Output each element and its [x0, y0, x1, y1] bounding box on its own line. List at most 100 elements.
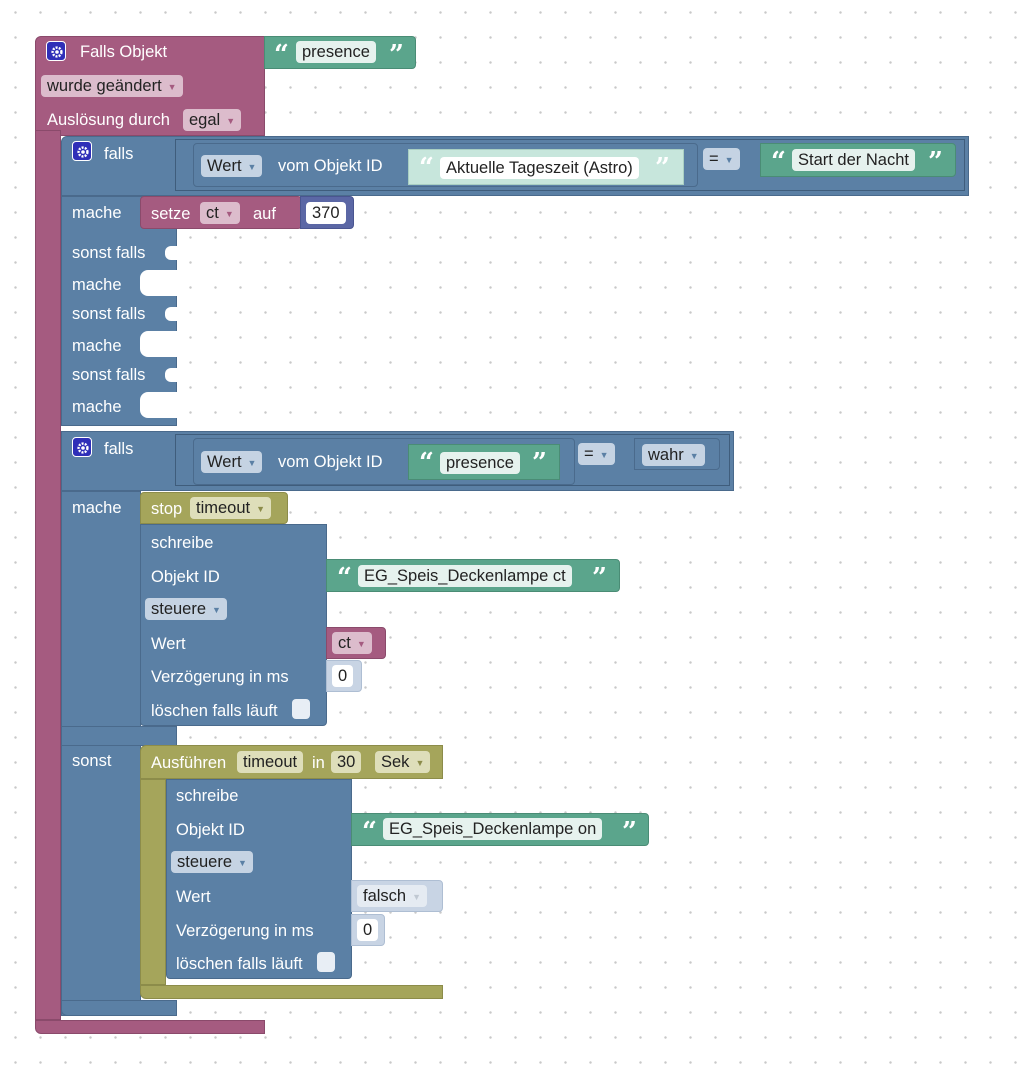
event-trigger-source-dropdown[interactable]: egal ▼ [183, 109, 242, 131]
write2-mode-dropdown[interactable]: steuere▼ [171, 851, 253, 873]
if1-elseif-label-2: sonst falls [72, 305, 146, 323]
dropdown-arrow-icon: ▼ [356, 639, 366, 649]
event-object-field[interactable]: presence [296, 41, 376, 63]
open-quote-icon: “ [419, 153, 434, 183]
write1-value-value: ct [338, 634, 351, 652]
set-variable-dropdown[interactable]: ct ▼ [200, 202, 240, 224]
set-variable-value: ct [206, 204, 219, 222]
write1-value-dropdown[interactable]: ct ▼ [332, 632, 372, 654]
if1-do-slot-1[interactable] [140, 270, 177, 296]
run-in-label: in [312, 754, 325, 772]
write2-object-label: Objekt ID [176, 821, 245, 839]
run-seconds-field[interactable]: 30 [331, 751, 362, 773]
if2-value-dropdown[interactable]: Wert▼ [201, 451, 263, 473]
dropdown-arrow-icon: ▼ [412, 892, 422, 902]
dropdown-arrow-icon: ▼ [226, 116, 236, 126]
if2-else-label: sonst [72, 752, 112, 770]
if1-operator-value: = [709, 150, 719, 168]
if1-if-label: falls [104, 145, 134, 163]
write1-clear-label: löschen falls läuft [151, 702, 278, 720]
stop-label: stop [151, 500, 183, 518]
run-timer-name-field[interactable]: timeout [237, 751, 304, 773]
event-title: Falls Objekt [80, 43, 168, 61]
dropdown-arrow-icon: ▼ [689, 451, 699, 461]
run-timer-spine[interactable] [140, 779, 166, 985]
write2-value-label: Wert [176, 888, 211, 906]
if2-footer[interactable] [61, 1000, 177, 1016]
open-quote-icon: “ [419, 448, 434, 478]
if2-do-mid[interactable] [61, 726, 177, 746]
if1-gear-icon[interactable] [72, 141, 92, 161]
run-unit-dropdown[interactable]: Sek▼ [375, 751, 431, 773]
write1-mode-dropdown[interactable]: steuere▼ [145, 598, 227, 620]
write2-value-dropdown[interactable]: falsch ▼ [357, 885, 428, 907]
if2-object-field[interactable]: presence [440, 452, 520, 474]
if2-if-label: falls [104, 440, 134, 458]
if2-do-label: mache [72, 499, 122, 517]
run-timer-name-value: timeout [243, 753, 298, 771]
stop-timer-dropdown[interactable]: timeout▼ [190, 497, 272, 519]
if1-object-field[interactable]: Aktuelle Tageszeit (Astro) [440, 157, 639, 179]
if1-do-slot-3[interactable] [140, 392, 177, 418]
if2-operator-value: = [584, 445, 594, 463]
dropdown-arrow-icon: ▼ [212, 605, 221, 615]
open-quote-icon: “ [274, 40, 289, 70]
dropdown-arrow-icon: ▼ [256, 504, 266, 514]
event-trigger-dropdown[interactable]: wurde geändert▼ [41, 75, 183, 97]
if1-from-object-label: vom Objekt ID [278, 157, 383, 175]
run-label: Ausführen [151, 754, 227, 772]
close-quote-icon: ” [655, 153, 670, 183]
event-trigger-value: wurde geändert [47, 77, 162, 95]
open-quote-icon: “ [771, 147, 786, 177]
if2-from-object-label: vom Objekt ID [278, 453, 383, 471]
close-quote-icon: ” [592, 563, 607, 593]
gear-icon [77, 146, 89, 158]
event-block-spine[interactable] [35, 130, 61, 1020]
if1-elseif-input-3[interactable] [165, 368, 177, 382]
if2-bool-value: wahr [648, 446, 684, 464]
if2-bool-dropdown[interactable]: wahr ▼ [642, 444, 705, 466]
if1-do-label-1: mache [72, 276, 122, 294]
dropdown-arrow-icon: ▼ [238, 858, 247, 868]
write1-object-label: Objekt ID [151, 568, 220, 586]
if1-spine[interactable] [61, 196, 177, 426]
if2-gear-icon[interactable] [72, 437, 92, 457]
dropdown-arrow-icon: ▼ [224, 209, 234, 219]
if1-do-slot-2[interactable] [140, 331, 177, 357]
event-gear-icon[interactable] [46, 41, 66, 61]
if2-operator-dropdown[interactable]: =▼ [578, 443, 615, 465]
write2-clear-checkbox[interactable] [317, 952, 335, 972]
open-quote-icon: “ [337, 563, 352, 593]
write1-delay-label: Verzögerung in ms [151, 668, 289, 686]
write2-object-field[interactable]: EG_Speis_Deckenlampe on [383, 818, 603, 840]
event-trigger-label: Auslösung durch [47, 111, 170, 129]
if1-do-label-2: mache [72, 337, 122, 355]
write1-delay-field[interactable]: 0 [332, 665, 354, 687]
if1-operator-dropdown[interactable]: =▼ [703, 148, 740, 170]
close-quote-icon: ” [532, 448, 547, 478]
open-quote-icon: “ [362, 817, 377, 847]
set-number-field[interactable]: 370 [306, 202, 346, 224]
write1-block[interactable] [140, 524, 327, 726]
write2-delay-field[interactable]: 0 [357, 919, 379, 941]
write1-clear-checkbox[interactable] [292, 699, 310, 719]
set-label: setze [151, 205, 191, 223]
if1-do-label: mache [72, 204, 122, 222]
write2-clear-label: löschen falls läuft [176, 955, 303, 973]
write2-delay-label: Verzögerung in ms [176, 922, 314, 940]
if2-spine[interactable] [61, 491, 141, 1016]
event-block-footer[interactable] [35, 1020, 265, 1034]
run-timer-footer[interactable] [140, 985, 443, 999]
dropdown-arrow-icon: ▼ [599, 450, 609, 460]
if1-elseif-input-1[interactable] [165, 246, 177, 260]
if1-elseif-input-2[interactable] [165, 307, 177, 321]
event-trigger-source-value: egal [189, 111, 221, 129]
if1-value-dropdown[interactable]: Wert▼ [201, 155, 263, 177]
set-to-label: auf [253, 205, 276, 223]
write2-block[interactable] [166, 779, 352, 979]
write1-object-field[interactable]: EG_Speis_Deckenlampe ct [358, 565, 572, 587]
gear-icon [51, 46, 63, 58]
write2-value-value: falsch [363, 887, 407, 905]
run-seconds-value: 30 [337, 753, 356, 771]
if1-compare-field[interactable]: Start der Nacht [792, 149, 915, 171]
